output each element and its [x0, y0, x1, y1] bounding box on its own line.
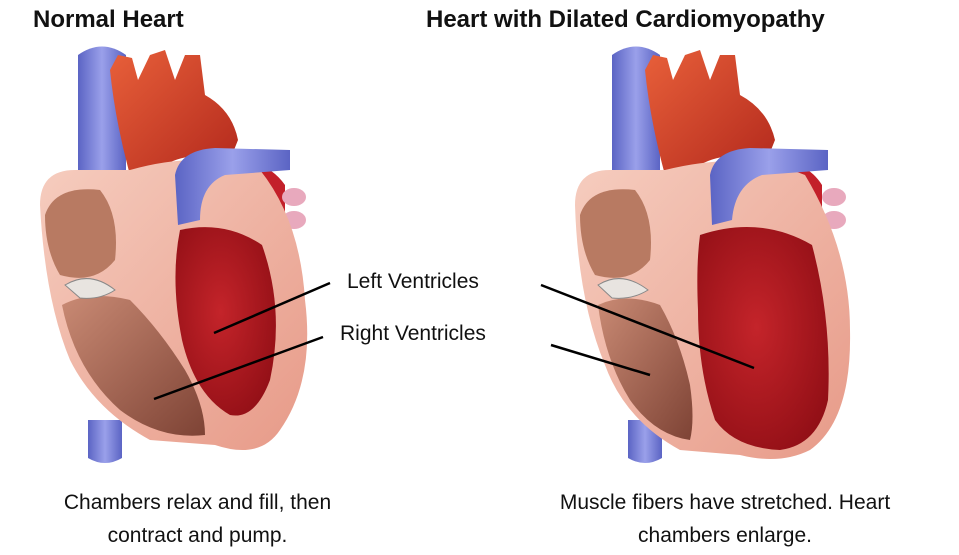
right-ventricles-label: Right Ventricles: [340, 322, 486, 346]
dilated-right-atrium: [580, 189, 651, 278]
normal-ivc: [88, 420, 122, 463]
normal-right-atrium: [45, 189, 116, 278]
normal-heart: [40, 47, 307, 464]
normal-caption-line-1: Chambers relax and fill, then: [0, 486, 395, 519]
dilated-pulmonary-vein-1: [822, 188, 846, 206]
normal-pulmonary-vein-1: [282, 188, 306, 206]
normal-heart-caption: Chambers relax and fill, then contract a…: [0, 486, 395, 552]
dilated-heart: [575, 47, 850, 464]
dilated-left-ventricle: [697, 227, 828, 450]
dilated-caption-line-1: Muscle fibers have stretched. Heart: [495, 486, 955, 519]
dilated-heart-caption: Muscle fibers have stretched. Heart cham…: [495, 486, 955, 552]
normal-caption-line-2: contract and pump.: [0, 519, 395, 552]
left-ventricles-label: Left Ventricles: [347, 270, 479, 294]
dilated-caption-line-2: chambers enlarge.: [495, 519, 955, 552]
